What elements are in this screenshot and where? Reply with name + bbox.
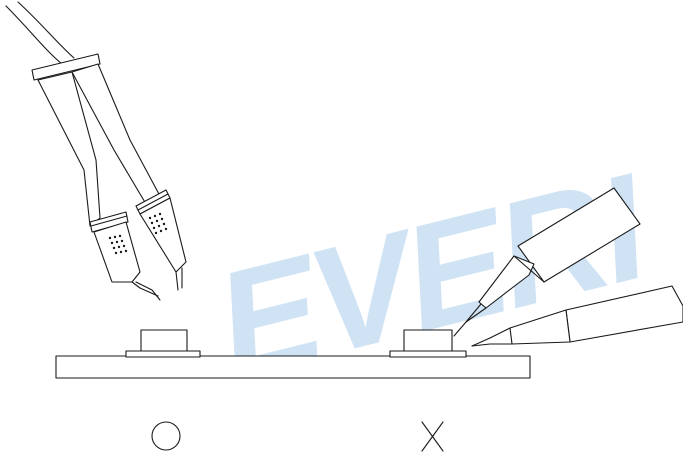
right-tip-texture	[148, 212, 168, 235]
left-tip-texture	[108, 234, 128, 255]
soldering-iron-icon	[453, 187, 641, 337]
right-component	[389, 329, 467, 358]
correct-mark	[151, 421, 181, 451]
incorrect-mark	[421, 421, 444, 452]
left-component	[125, 329, 201, 358]
tweezer-cable	[5, 1, 75, 65]
test-probe-icon	[471, 285, 683, 347]
circuit-board	[55, 355, 531, 379]
hot-tweezer-icon	[31, 53, 187, 301]
